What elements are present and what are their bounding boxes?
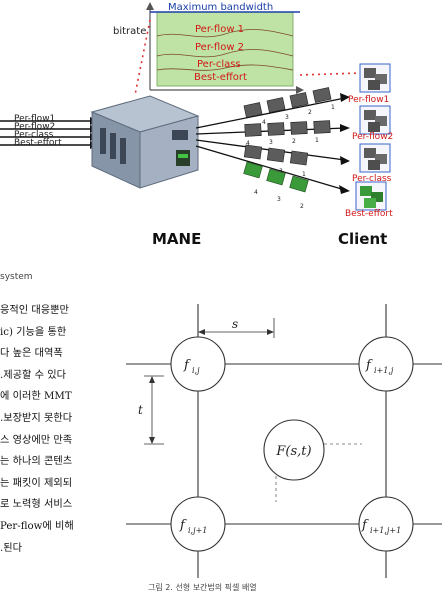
bitrate-axis-arrow bbox=[146, 2, 154, 10]
body-line: 보장받지 못한다. bbox=[0, 408, 118, 430]
bottom-figure-caption: 그림 2. 선형 보간법의 픽셀 배열 bbox=[148, 582, 257, 593]
packet-num-f4-2: 2 bbox=[300, 203, 304, 210]
s-label: s bbox=[232, 317, 238, 331]
t-label: t bbox=[138, 403, 143, 417]
client-device-1 bbox=[360, 64, 390, 92]
node-top-right-sub: i+1,j bbox=[374, 366, 394, 375]
packet-num-f2-2: 2 bbox=[292, 138, 296, 145]
node-top-right: f i+1,j bbox=[359, 337, 413, 391]
packet-num-f2-3: 3 bbox=[269, 139, 273, 146]
packets-flow3 bbox=[244, 145, 308, 165]
class-label-flow1: Per-flow 1 bbox=[195, 24, 244, 35]
body-line: 는 패킷이 제외되 bbox=[0, 473, 118, 495]
packet-num-f3-1: 1 bbox=[302, 171, 306, 178]
body-line: 된다. bbox=[0, 538, 118, 560]
body-text-column: 응적인 대응뿐만 ic) 기능을 통한 다 높은 대역폭 제공할 수 있다. 에… bbox=[0, 300, 118, 559]
body-line: ic) 기능을 통한 bbox=[0, 322, 118, 344]
class-label-per-class: Per-class bbox=[197, 59, 241, 70]
max-bandwidth-label: Maximum bandwidth bbox=[168, 2, 273, 13]
top-figure-caption: system bbox=[0, 272, 33, 282]
packet-num-f4-3: 3 bbox=[277, 196, 281, 203]
input-flow-label-4: Best-effort bbox=[14, 138, 62, 148]
packet-num-f4-4: 4 bbox=[254, 189, 258, 196]
packets-flow2 bbox=[245, 121, 331, 137]
client-label-1: Per-flow1 bbox=[348, 95, 389, 105]
packets-flow4 bbox=[244, 162, 309, 192]
body-line: 제공할 수 있다. bbox=[0, 365, 118, 387]
client-label-4: Best-effort bbox=[345, 209, 393, 219]
client-device-2 bbox=[360, 106, 390, 134]
body-line: 에 이러한 MMT bbox=[0, 386, 118, 408]
node-bottom-right-sub: i+1,j+1 bbox=[370, 526, 401, 535]
body-line: 응적인 대응뿐만 bbox=[0, 300, 118, 322]
node-bottom-right: f i+1,j+1 bbox=[359, 497, 413, 551]
class-label-flow2: Per-flow 2 bbox=[195, 42, 244, 53]
node-center: F(s,t) bbox=[264, 420, 324, 480]
client-label: Client bbox=[338, 230, 387, 248]
system-architecture-figure: bitrate time Maximum bandwidth Per-flow … bbox=[0, 0, 446, 270]
node-bottom-left: f i,j+1 bbox=[171, 497, 225, 551]
client-device-3 bbox=[360, 144, 390, 172]
packet-num-f2-1: 1 bbox=[315, 137, 319, 144]
interpolation-grid-figure: s t f i,j f i+1,j F(s,t) f i,j+1 f i+1,j… bbox=[126, 304, 444, 578]
bitrate-label: bitrate bbox=[113, 26, 146, 37]
node-top-left-sub: i,j bbox=[192, 366, 200, 375]
client-device-4 bbox=[356, 182, 386, 210]
packet-num-f1-1: 1 bbox=[331, 104, 335, 111]
body-line: 스 영상에만 만족 bbox=[0, 430, 118, 452]
body-line: 로 노력형 서비스 bbox=[0, 494, 118, 516]
node-top-left: f i,j bbox=[171, 337, 225, 391]
body-line: Per-flow에 비해 bbox=[0, 516, 118, 538]
body-line: 다 높은 대역폭 bbox=[0, 343, 118, 365]
mane-server-icon bbox=[92, 96, 198, 188]
packet-num-f1-4: 4 bbox=[262, 119, 266, 126]
t-dimension bbox=[144, 376, 164, 444]
node-bottom-left-sub: i,j+1 bbox=[188, 526, 207, 535]
packet-num-f1-3: 3 bbox=[285, 114, 289, 121]
client-label-2: Per-flow2 bbox=[352, 132, 393, 142]
class-label-best-effort: Best-effort bbox=[194, 72, 247, 83]
node-center-label: F(s,t) bbox=[275, 444, 311, 459]
packet-num-f1-2: 2 bbox=[308, 109, 312, 116]
mane-label: MANE bbox=[152, 230, 201, 248]
body-line: 는 하나의 콘텐츠 bbox=[0, 451, 118, 473]
